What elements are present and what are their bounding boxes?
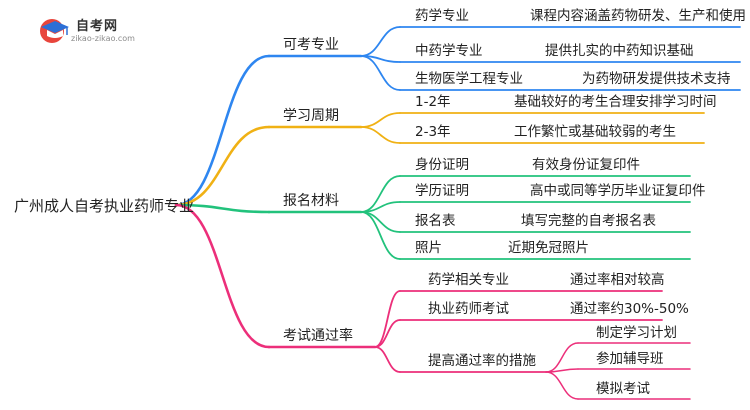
logo-domain: zikao-zikao.com <box>71 34 135 43</box>
mindmap-edges <box>174 26 741 400</box>
child-1-1-note: 课程内容涵盖药物研发、生产和使用 <box>530 7 746 24</box>
child-3-4-label: 照片 <box>415 240 442 256</box>
branch-1-label: 可考专业 <box>283 37 339 53</box>
child-1-3-note: 为药物研发提供技术支持 <box>582 71 731 87</box>
edge-branch-4-child-1 <box>374 290 401 348</box>
subitem-1-label: 制定学习计划 <box>596 325 677 341</box>
subitem-3-label: 模拟考试 <box>596 381 650 397</box>
child-2-2-note: 工作繁忙或基础较弱的考生 <box>514 123 676 140</box>
edge-branch-1-child-1 <box>360 26 401 57</box>
branch-2-label: 学习周期 <box>283 108 339 124</box>
child-3-3-label: 报名表 <box>415 213 456 229</box>
child-1-3-label: 生物医学工程专业 <box>415 71 523 87</box>
mindmap-labels: 广州成人自考执业药师专业 可考专业 药学专业 课程内容涵盖药物研发、生产和使用中药学专… <box>14 7 746 397</box>
child-3-1-note: 有效身份证复印件 <box>532 156 640 173</box>
edge-branch-2-child-2 <box>360 126 401 144</box>
child-4-1-label: 药学相关专业 <box>428 272 509 288</box>
child-1-2-note: 提供扎实的中药知识基础 <box>545 42 694 59</box>
branch-3-label: 报名材料 <box>283 193 339 209</box>
edge-branch-3-child-3 <box>360 211 401 233</box>
logo-title: 自考网 <box>76 19 119 34</box>
child-3-3-note: 填写完整的自考报名表 <box>521 213 656 229</box>
child-4-2-label: 执业药师考试 <box>428 301 509 317</box>
child-3-2-note: 高中或同等学历毕业证复印件 <box>530 182 706 199</box>
child-2-1-label: 1-2年 <box>415 94 451 110</box>
child-4-2-note: 通过率约30%-50% <box>570 300 689 317</box>
edge-branch-2-child-1 <box>360 112 401 128</box>
child-3-1-label: 身份证明 <box>415 157 469 173</box>
edge-root-2 <box>174 125 271 207</box>
graduation-cap-icon <box>40 19 69 43</box>
edge-root-4 <box>174 203 271 349</box>
child-3-4-note: 近期免冠照片 <box>508 240 589 256</box>
child-1-2-label: 中药学专业 <box>415 43 483 59</box>
branch-4-label: 考试通过率 <box>283 327 353 344</box>
child-4-1-note: 通过率相对较高 <box>570 271 665 288</box>
child-3-2-label: 学历证明 <box>415 183 469 199</box>
edge-branch-1-child-3 <box>360 55 401 91</box>
edge-branch-4-child-3 <box>374 346 401 373</box>
edge-subitem-1 <box>545 342 579 373</box>
child-1-1-label: 药学专业 <box>415 8 469 24</box>
root-topic: 广州成人自考执业药师专业 <box>14 197 194 215</box>
edge-root-1 <box>174 54 271 207</box>
edge-branch-3-child-4 <box>360 211 401 260</box>
site-logo[interactable]: 自考网 zikao-zikao.com <box>38 14 158 48</box>
subitem-2-label: 参加辅导班 <box>596 350 664 367</box>
edge-branch-4-child-2 <box>374 319 401 348</box>
child-4-3-label: 提高通过率的措施 <box>428 352 536 369</box>
child-2-1-note: 基础较好的考生合理安排学习时间 <box>514 93 717 110</box>
edge-subitem-3 <box>545 371 579 400</box>
child-2-2-label: 2-3年 <box>415 124 451 140</box>
edge-root-3 <box>174 203 271 214</box>
